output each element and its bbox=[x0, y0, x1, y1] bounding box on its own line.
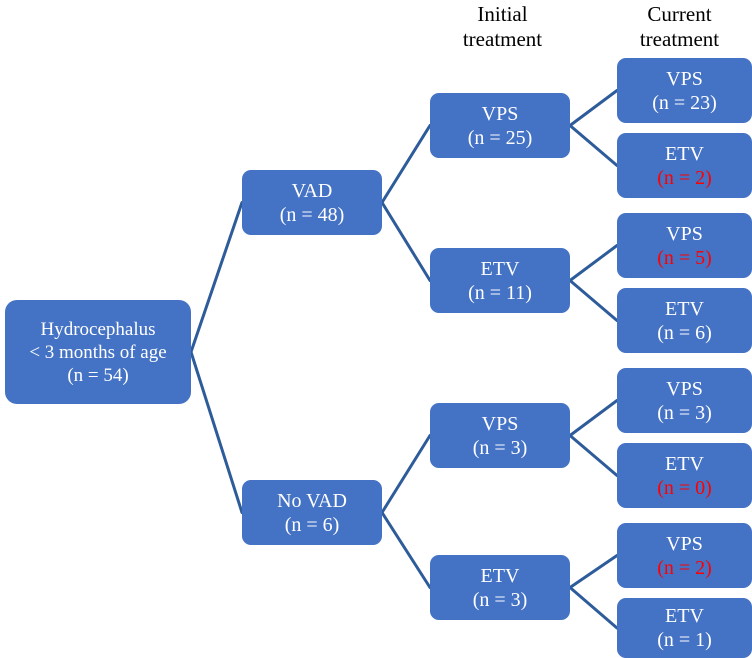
node-novad-vps-vps: VPS(n = 3) bbox=[617, 368, 752, 433]
node-count: (n = 2) bbox=[657, 556, 712, 579]
node-vad-etv: ETV(n = 11) bbox=[430, 248, 570, 313]
connector-novadvps-to-vps bbox=[568, 399, 619, 437]
node-count: (n = 48) bbox=[279, 203, 345, 226]
node-label: ETV bbox=[665, 297, 704, 320]
node-label: ETV bbox=[480, 564, 520, 587]
node-count: (n = 23) bbox=[652, 91, 717, 114]
connector-vad-to-vps bbox=[380, 124, 432, 204]
node-vad-etv-etv: ETV(n = 6) bbox=[617, 288, 752, 353]
column-header-initial: Initial treatment bbox=[462, 2, 543, 51]
node-count: (n = 6) bbox=[657, 321, 712, 344]
node-label: No VAD bbox=[277, 489, 347, 512]
node-vad-etv-vps: VPS(n = 5) bbox=[617, 213, 752, 278]
node-vad-vps: VPS(n = 25) bbox=[430, 93, 570, 158]
node-root: Hydrocephalus < 3 months of age(n = 54) bbox=[5, 300, 191, 404]
node-count: (n = 25) bbox=[467, 126, 533, 149]
node-count: (n = 0) bbox=[657, 476, 712, 499]
edge-group bbox=[189, 89, 619, 630]
node-novad-vps-etv: ETV(n = 0) bbox=[617, 443, 752, 508]
node-vad-vps-etv: ETV(n = 2) bbox=[617, 133, 752, 198]
connector-vadetv-to-etv bbox=[568, 279, 619, 322]
node-label: VAD bbox=[291, 179, 333, 202]
connector-vadvps-to-vps bbox=[568, 89, 619, 127]
node-count: (n = 11) bbox=[468, 281, 532, 304]
connector-vadvps-to-etv bbox=[568, 124, 619, 167]
node-novad-vps: VPS(n = 3) bbox=[430, 403, 570, 468]
node-novad-etv: ETV(n = 3) bbox=[430, 555, 570, 620]
node-count: (n = 3) bbox=[657, 401, 712, 424]
node-label: VPS bbox=[481, 412, 519, 435]
node-vad: VAD(n = 48) bbox=[242, 170, 382, 235]
node-label: VPS bbox=[481, 102, 519, 125]
node-count: (n = 5) bbox=[657, 246, 712, 269]
node-count: (n = 1) bbox=[657, 629, 712, 651]
connector-vadetv-to-vps bbox=[568, 244, 619, 282]
node-label: ETV bbox=[665, 142, 704, 165]
node-novad-etv-vps: VPS(n = 2) bbox=[617, 523, 752, 588]
connector-root-no-vad bbox=[189, 350, 244, 514]
node-vad-vps-vps: VPS(n = 23) bbox=[617, 58, 752, 123]
connector-novad-to-etv bbox=[380, 511, 432, 589]
node-label: ETV bbox=[665, 452, 704, 475]
node-count: (n = 6) bbox=[284, 513, 340, 536]
connector-vad-to-etv bbox=[380, 201, 432, 282]
node-label: Hydrocephalus < 3 months of age bbox=[29, 318, 167, 363]
connector-root-vad bbox=[189, 201, 244, 354]
column-header-current: Current treatment bbox=[639, 2, 720, 51]
node-count: (n = 3) bbox=[472, 436, 528, 459]
node-label: VPS bbox=[666, 377, 703, 400]
node-label: ETV bbox=[665, 605, 704, 627]
node-no-vad: No VAD(n = 6) bbox=[242, 480, 382, 545]
node-label: ETV bbox=[480, 257, 520, 280]
node-label: VPS bbox=[666, 532, 703, 555]
node-count: (n = 2) bbox=[657, 166, 712, 189]
connector-novadetv-to-vps bbox=[568, 554, 619, 589]
connector-novad-to-vps bbox=[380, 434, 432, 514]
connector-novadvps-to-etv bbox=[568, 434, 619, 477]
node-novad-etv-etv: ETV(n = 1) bbox=[617, 598, 752, 658]
node-count: (n = 54) bbox=[67, 364, 129, 386]
connector-novadetv-to-etv bbox=[568, 586, 619, 630]
node-label: VPS bbox=[666, 67, 703, 90]
node-count: (n = 3) bbox=[472, 588, 528, 611]
node-label: VPS bbox=[666, 222, 703, 245]
